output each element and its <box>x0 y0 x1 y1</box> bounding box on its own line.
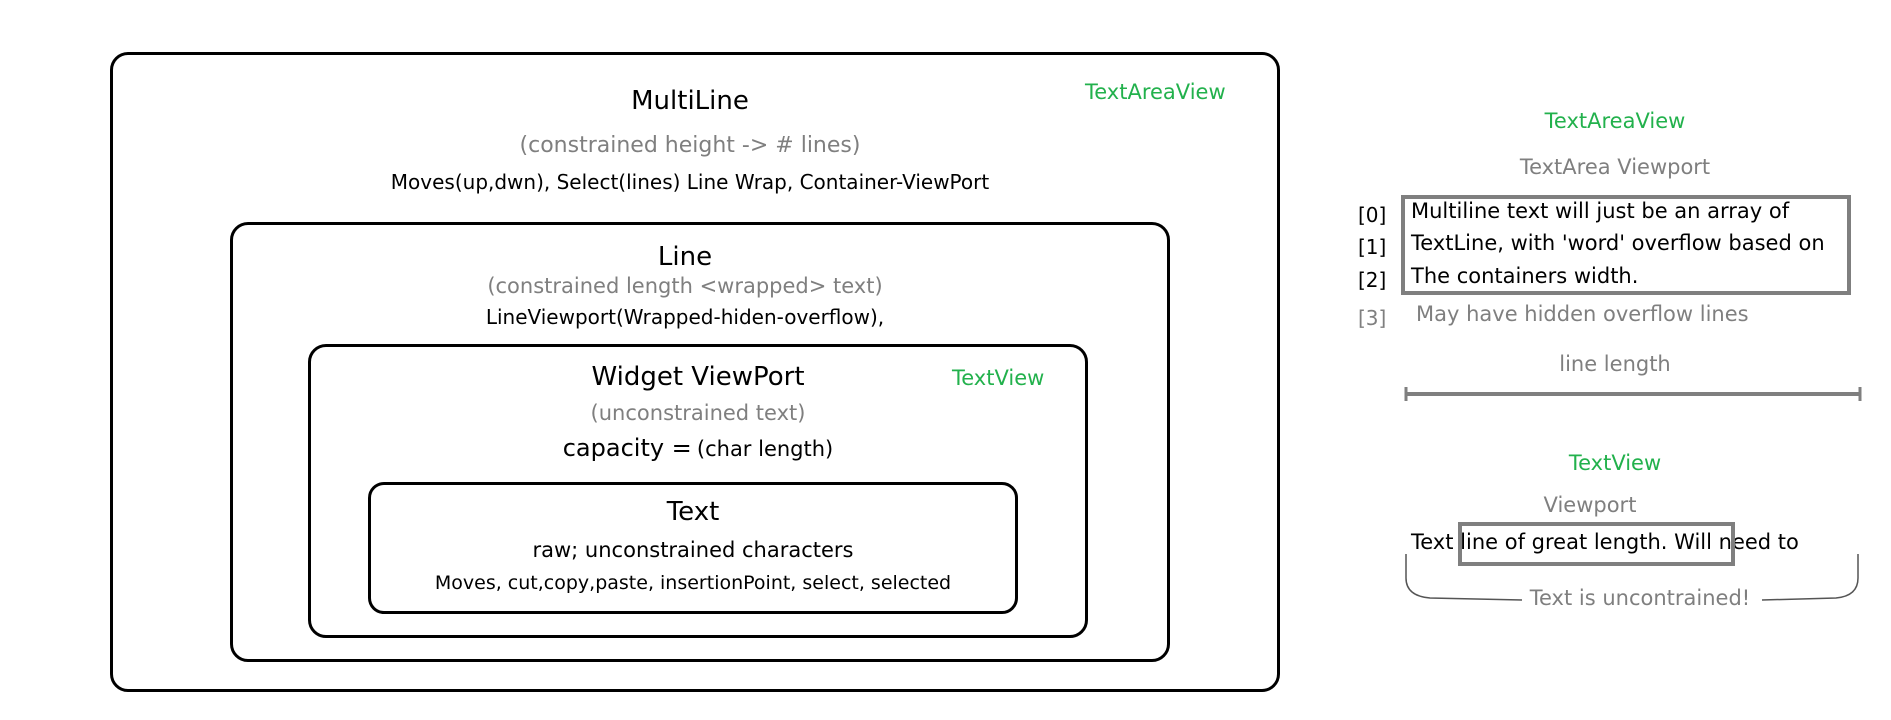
line-description: LineViewport(Wrapped-hiden-overflow), <box>485 305 885 329</box>
textarea-viewport-frame <box>1401 195 1851 295</box>
textarea-hidden-line: May have hidden overflow lines <box>1416 302 1749 326</box>
capacity-suffix: (char length) <box>696 437 834 461</box>
side-textarea-viewport-label: TextArea Viewport <box>1519 155 1711 179</box>
uncontrained-brace <box>1405 554 1859 601</box>
text-box <box>368 482 1018 614</box>
line-title: Line <box>657 242 713 272</box>
side-textareaview-title: TextAreaView <box>1544 109 1686 133</box>
multiline-title: MultiLine <box>631 86 749 116</box>
widget-viewport-box <box>308 344 1088 638</box>
brace-left <box>1405 554 1523 601</box>
multiline-description: Moves(up,dwn), Select(lines) Line Wrap, … <box>390 170 990 194</box>
line-index-3: [3] <box>1358 306 1387 330</box>
capacity-prefix: capacity = <box>562 434 692 462</box>
widget-viewport-title: Widget ViewPort <box>591 362 805 392</box>
textarea-line-1: TextLine, with 'word' overflow based on <box>1411 231 1825 255</box>
line-box <box>230 222 1170 662</box>
multiline-subtitle: (constrained height -> # lines) <box>519 133 861 158</box>
widget-viewport-subtitle: (unconstrained text) <box>590 401 806 425</box>
widget-textview-label: TextView <box>952 366 1045 390</box>
line-index-0: [0] <box>1358 203 1387 227</box>
brace-right <box>1761 554 1859 601</box>
textarea-line-2: The containers width. <box>1411 264 1639 288</box>
text-uncontrained-label: Text is uncontrained! <box>1529 586 1751 610</box>
side-textview-viewport-label: Viewport <box>1543 493 1637 517</box>
line-index-1: [1] <box>1358 235 1387 259</box>
line-length-label: line length <box>1559 352 1671 376</box>
line-length-measure <box>1404 387 1862 401</box>
widget-capacity-line: capacity = (char length) <box>308 434 1088 462</box>
line-index-2: [2] <box>1358 268 1387 292</box>
text-before-viewport: Text <box>1411 530 1461 554</box>
side-textview-title: TextView <box>1568 451 1662 475</box>
textarea-line-0: Multiline text will just be an array of <box>1411 199 1790 223</box>
line-subtitle: (constrained length <wrapped> text) <box>487 274 883 298</box>
text-title: Text <box>666 497 720 527</box>
multiline-textareaview-label: TextAreaView <box>1085 80 1226 104</box>
text-inside-viewport: line of great length. Will <box>1460 530 1712 554</box>
multiline-box <box>110 52 1280 692</box>
textview-viewport-frame <box>1458 522 1735 566</box>
text-description: Moves, cut,copy,paste, insertionPoint, s… <box>434 572 952 594</box>
text-subtitle: raw; unconstrained characters <box>532 538 854 562</box>
